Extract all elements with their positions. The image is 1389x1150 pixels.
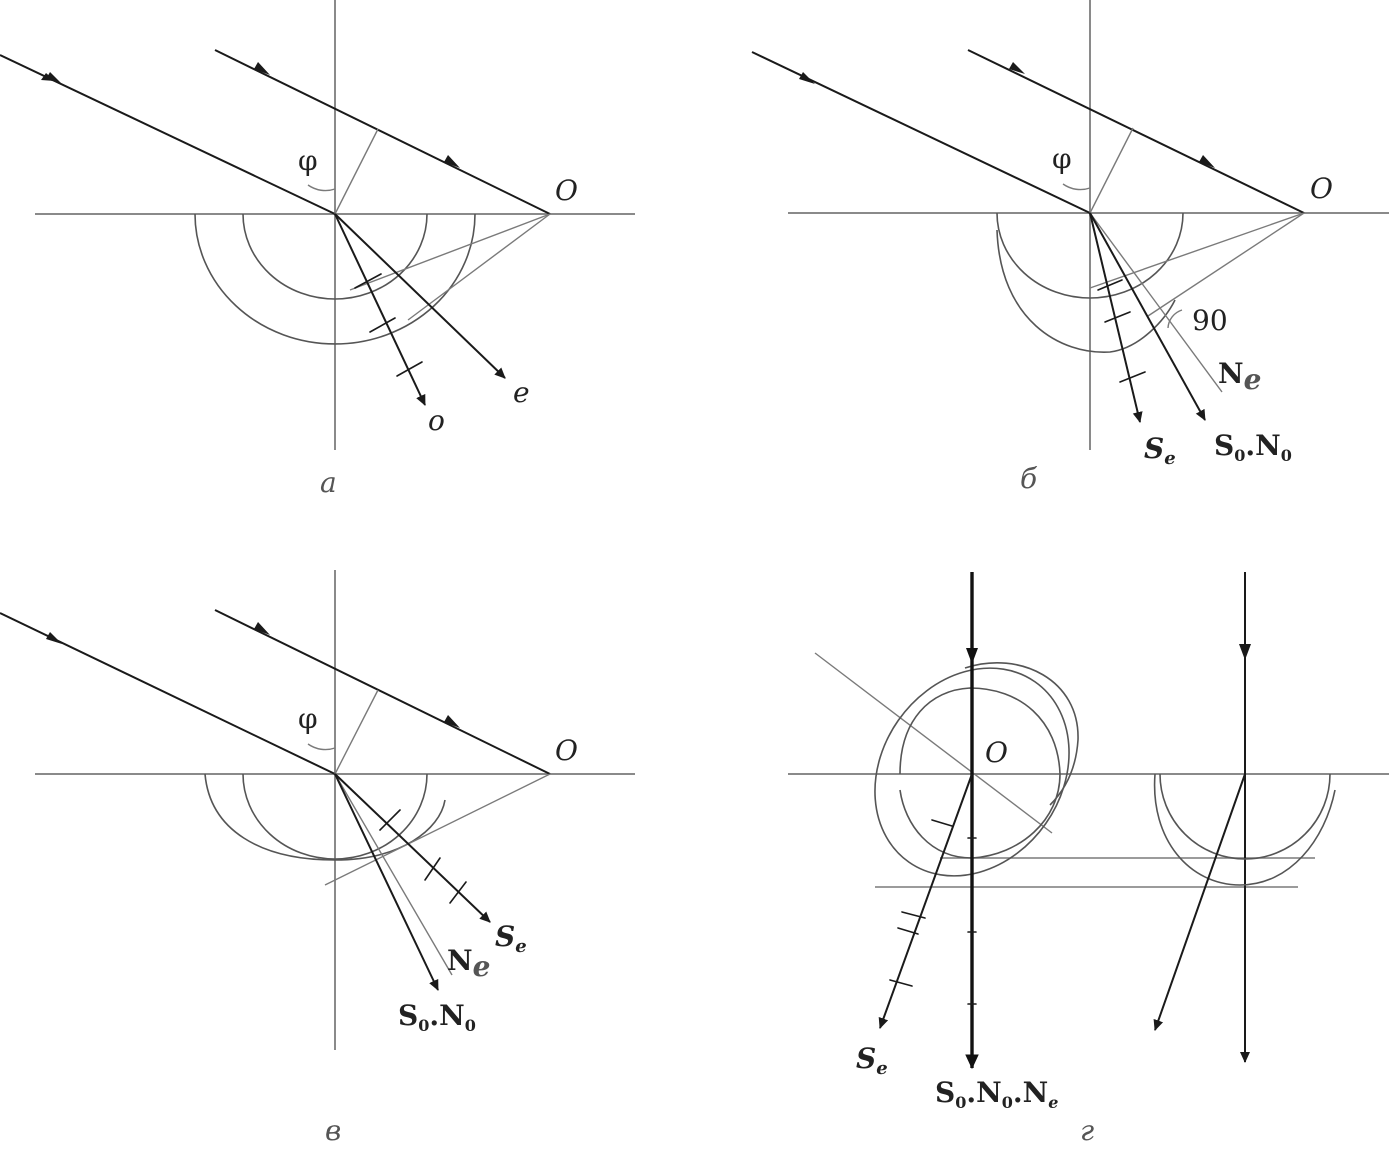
polarization-tick (889, 979, 913, 987)
panel-g: O Se S0.N0.Ne г (788, 572, 1389, 1147)
ray-arrow (46, 72, 62, 84)
se-ray (334, 773, 491, 923)
right-se-ray (1153, 773, 1246, 1031)
origin-label: O (1310, 172, 1333, 205)
polarization-tick (1104, 311, 1131, 323)
polarization-tick (1097, 279, 1123, 291)
ray-arrow (46, 632, 62, 644)
incident-ray-2 (214, 49, 551, 215)
polarization-tick (931, 819, 953, 827)
right-e-wave-surface (1153, 773, 1336, 886)
wavefront (334, 689, 379, 775)
optic-axis (814, 652, 1053, 834)
polarization-tick (901, 911, 926, 919)
s0n0-ray (1089, 212, 1206, 421)
e-wave-surface (204, 773, 446, 861)
ray-arrow (966, 648, 978, 664)
polarization-tick (1119, 371, 1146, 383)
angle-90-label: 90 (1192, 304, 1228, 337)
tangent-o (1089, 212, 1305, 289)
polarization-tick (369, 317, 396, 333)
o-wave-surface (899, 687, 1061, 859)
ray-e-label: e (513, 376, 530, 409)
wavefront (1089, 127, 1134, 214)
e-wave-surface (874, 667, 1070, 877)
s0n0ne-label: S0.N0.Ne (935, 1076, 1058, 1112)
polarization-tick (379, 809, 401, 831)
o-wave-surface (996, 212, 1184, 299)
polarization-tick (354, 273, 382, 289)
tangent-line (324, 773, 551, 886)
panel-a: φ O o e а (0, 0, 635, 499)
right-o-wave-surface (1159, 773, 1331, 860)
polarization-tick (449, 881, 467, 904)
phi-label: φ (298, 144, 318, 177)
o-wave-surface (242, 213, 428, 300)
origin-label: O (555, 734, 578, 767)
ne-label: Ne (447, 944, 490, 983)
phi-label: φ (1052, 142, 1072, 175)
tangent-e (1147, 212, 1305, 317)
tangent-e (407, 213, 551, 321)
phi-arc (307, 743, 336, 751)
polarization-tick (396, 361, 423, 377)
incident-ray-2 (214, 609, 551, 775)
polarization-tick (424, 857, 441, 881)
caption-v: в (325, 1114, 341, 1147)
e-wave-surface (194, 213, 476, 345)
se-label: Se (1144, 432, 1176, 469)
se-label: Se (495, 920, 527, 957)
tangent-o (349, 213, 551, 291)
caption-g: г (1080, 1114, 1094, 1147)
origin-label: O (555, 174, 578, 207)
ray-arrow (1239, 644, 1251, 660)
ne-label: Ne (1218, 357, 1261, 396)
wavefront (334, 128, 379, 215)
e-wave-outer (964, 662, 1079, 806)
caption-b: б (1020, 462, 1038, 495)
phi-arc (1062, 183, 1091, 191)
ray-arrow (444, 715, 460, 728)
ray-arrow (1199, 155, 1215, 168)
panel-b: φ O 90 Ne Se S0.N0 б (751, 0, 1389, 495)
s0n0-label: S0.N0 (1214, 429, 1292, 465)
caption-a: а (320, 466, 337, 499)
se-ray (878, 773, 973, 1029)
o-ray (334, 213, 426, 406)
phi-arc (307, 184, 336, 192)
ray-arrow (799, 72, 815, 84)
polarization-tick (897, 927, 919, 935)
e-ray (334, 213, 506, 379)
incident-ray-2 (967, 49, 1305, 214)
s0n0-label: S0.N0 (398, 999, 476, 1035)
o-wave-surface (242, 773, 428, 860)
ray-arrow (1009, 62, 1025, 74)
ray-arrow (254, 62, 270, 75)
e-wave-surface (996, 229, 1176, 353)
phi-label: φ (298, 702, 318, 735)
ray-arrow (254, 622, 270, 635)
ray-o-label: o (428, 404, 445, 437)
right-angle-arc (1167, 309, 1183, 329)
normal-ne (334, 773, 453, 976)
normal-ne (1089, 212, 1223, 393)
panel-v: φ O Se Ne S0.N0 в (0, 570, 635, 1147)
se-label: Se (856, 1042, 888, 1079)
origin-label: O (985, 736, 1008, 769)
s0n0-ray (334, 773, 439, 991)
ray-arrow (444, 155, 460, 168)
